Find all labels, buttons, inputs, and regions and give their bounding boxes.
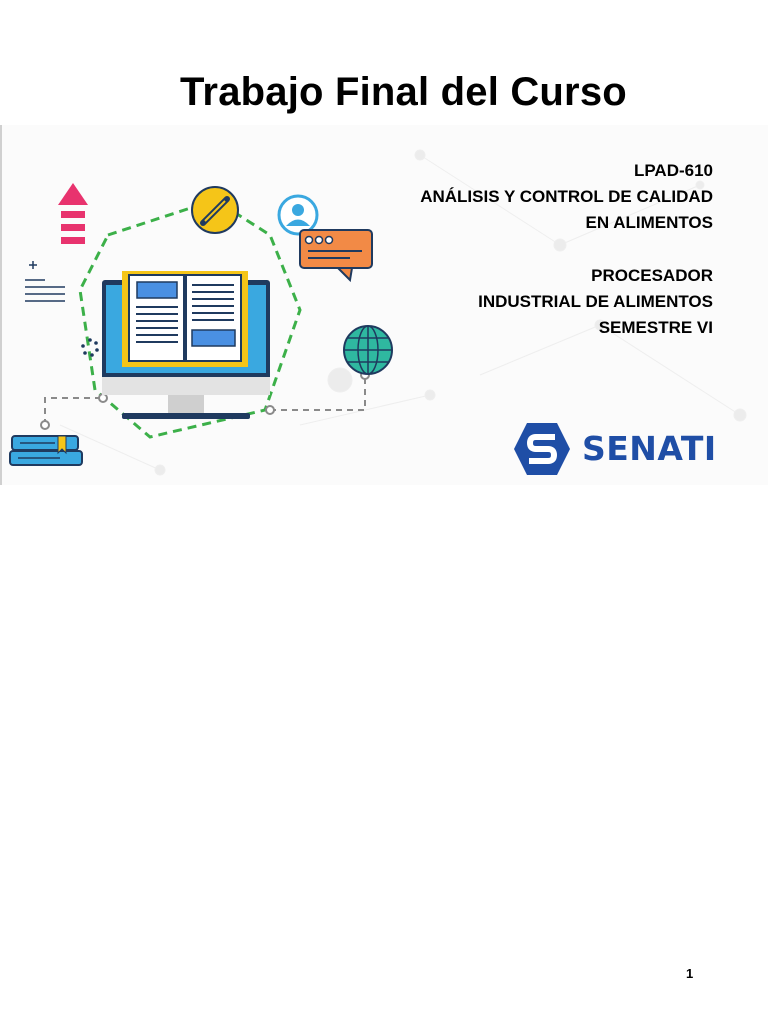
program-line1: PROCESADOR <box>591 266 713 285</box>
course-code: LPAD-610 <box>633 161 713 180</box>
course-info: LPAD-610 ANÁLISIS Y CONTROL DE CALIDAD E… <box>420 158 713 341</box>
cover-banner: LPAD-610 ANÁLISIS Y CONTROL DE CALIDAD E… <box>0 125 768 485</box>
program-line2: INDUSTRIAL DE ALIMENTOS <box>478 292 713 311</box>
open-book-icon <box>122 271 248 367</box>
document-lines-icon <box>25 261 65 302</box>
user-icon <box>277 194 319 236</box>
page-number: 1 <box>686 966 694 981</box>
senati-logo-text: SENATI <box>582 429 717 468</box>
pencil-icon <box>191 186 239 234</box>
upload-arrow-icon <box>58 183 88 244</box>
books-icon <box>9 435 83 466</box>
banner-border <box>0 125 2 485</box>
semester: SEMESTRE VI <box>598 318 713 337</box>
connector-line <box>44 375 366 425</box>
course-name-line1: ANÁLISIS Y CONTROL DE CALIDAD <box>420 187 713 206</box>
globe-icon <box>343 325 393 375</box>
chat-bubble-icon <box>299 229 373 283</box>
course-name-line2: EN ALIMENTOS <box>585 213 713 232</box>
network-background <box>59 149 747 476</box>
senati-logo-icon <box>514 423 570 475</box>
page-title: Trabajo Final del Curso <box>180 70 627 114</box>
education-illustration <box>9 149 747 476</box>
senati-logo: SENATI <box>512 421 716 477</box>
loading-icon <box>81 338 99 357</box>
